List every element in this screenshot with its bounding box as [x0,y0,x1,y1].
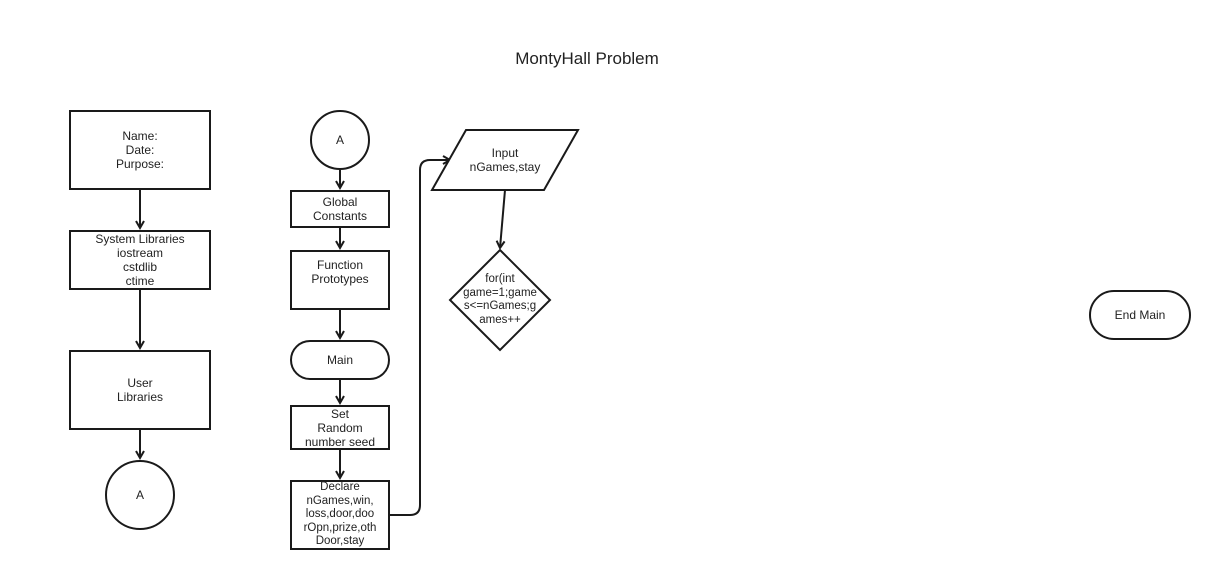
header-block: Name: Date: Purpose: [69,110,211,190]
user-libraries-text: User Libraries [116,376,164,404]
function-prototypes-block: Function Prototypes [290,250,390,310]
input-text: Input nGames,stay [469,146,541,174]
arrow-input-to-loop [500,189,506,248]
arrow-declare-to-input [390,160,450,516]
input-block: Input nGames,stay [440,130,570,190]
input-parallelogram-shape [430,129,580,191]
end-main-terminator: End Main [1089,290,1191,340]
system-libraries-block: System Libraries iostream cstdlib ctime [69,230,211,290]
header-block-text: Name: Date: Purpose: [115,129,165,171]
global-constants-block: Global Constants [290,190,390,228]
diagram-title: MontyHall Problem [515,49,659,68]
main-terminator: Main [290,340,390,380]
declare-text: Declare nGames,win, loss,door,doo rOpn,p… [303,481,377,548]
decision-diamond-shape [448,248,552,352]
global-constants-text: Global Constants [312,195,368,223]
connector-a-out-label: A [135,488,144,502]
for-loop-text: for(int game=1;game s<=nGames;g ames++ [463,273,537,326]
random-seed-text: Set Random number seed [304,406,376,449]
declare-block: Declare nGames,win, loss,door,doo rOpn,p… [290,480,390,550]
function-prototypes-text: Function Prototypes [311,258,369,286]
system-libraries-text: System Libraries iostream cstdlib ctime [95,232,185,288]
main-terminator-text: Main [326,353,353,367]
random-seed-block: Set Random number seed [290,405,390,450]
for-loop-decision: for(int game=1;game s<=nGames;g ames++ [450,265,550,335]
connector-a-in: A [310,110,370,170]
end-main-text: End Main [1114,308,1166,322]
user-libraries-block: User Libraries [69,350,211,430]
connector-a-out: A [105,460,175,530]
connector-a-in-label: A [335,133,344,147]
